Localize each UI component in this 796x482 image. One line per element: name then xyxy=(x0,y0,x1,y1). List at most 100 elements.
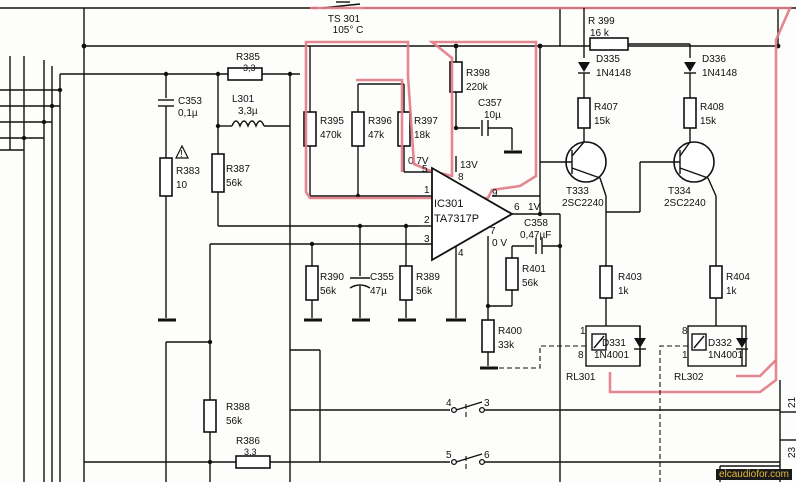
r386-resistor: R386 3,3 xyxy=(84,349,321,469)
c357-label: C357 xyxy=(478,98,502,109)
d331-label: D331 xyxy=(602,338,626,349)
warning-icon: ! xyxy=(180,149,183,160)
rl301-pin8: 8 xyxy=(578,350,584,361)
rl302-relay: 8 1 D332 1N4001 RL302 xyxy=(659,325,748,482)
t334-driver: D336 1N4148 R408 15k T334 2SC2240 R404 1… xyxy=(606,44,750,326)
pin-3: 3 xyxy=(424,234,430,245)
r385-value: 3,3 xyxy=(243,63,256,73)
c358-capacitor: C358 0,47µF xyxy=(512,218,563,254)
r385-label: R385 xyxy=(236,52,260,63)
d332-label: D332 xyxy=(708,338,732,349)
r397-value: 18k xyxy=(414,130,431,141)
r408-label: R408 xyxy=(700,102,724,113)
r395-value: 470k xyxy=(320,130,343,141)
r383-resistor: ! R383 10 xyxy=(159,144,200,197)
r390-resistor: R390 56k xyxy=(304,241,344,322)
t333-label: T333 xyxy=(566,186,589,197)
d335-label: D335 xyxy=(596,54,620,65)
r383-label: R383 xyxy=(176,166,200,177)
pin-6: 6 xyxy=(514,202,520,213)
c358-value: 0,47µF xyxy=(520,230,551,241)
c353-capacitor: C353 0,1µ xyxy=(158,71,202,322)
r387-resistor: R387 56k xyxy=(211,126,420,227)
r404-value: 1k xyxy=(726,286,738,297)
r389-value: 56k xyxy=(416,286,433,297)
rl301-relay: 1 8 D331 1N4001 RL301 xyxy=(488,325,646,383)
r407-value: 15k xyxy=(594,116,611,127)
d336-label: D336 xyxy=(702,54,726,65)
r399-value: 16 k xyxy=(590,28,610,39)
rl301-pin1: 1 xyxy=(580,326,586,337)
l301-value: 3,3µ xyxy=(238,106,258,117)
r390-label: R390 xyxy=(320,272,344,283)
pin-8: 8 xyxy=(458,172,464,183)
r400-label: R400 xyxy=(498,326,522,337)
c358-label: C358 xyxy=(524,218,548,229)
voltage-0v: 0 V xyxy=(492,238,507,249)
d335-part: 1N4148 xyxy=(596,68,631,79)
pin-4: 4 xyxy=(458,248,464,259)
contact-3: 3 xyxy=(484,398,490,409)
r387-value: 56k xyxy=(226,178,243,189)
contact-5: 5 xyxy=(446,450,452,461)
d332-part: 1N4001 xyxy=(708,350,743,361)
r407-label: R407 xyxy=(594,102,618,113)
r390-value: 56k xyxy=(320,286,337,297)
c355-value: 47µ xyxy=(370,286,387,297)
r389-label: R389 xyxy=(416,272,440,283)
r388-value: 56k xyxy=(226,416,243,427)
c355-label: C355 xyxy=(370,272,394,283)
r399-label: R 399 xyxy=(588,16,615,27)
t333-part: 2SC2240 xyxy=(562,198,604,209)
r408-value: 15k xyxy=(700,116,717,127)
c357-value: 10µ xyxy=(484,110,501,121)
edge-connector: 21 23 xyxy=(719,380,796,482)
r401-resistor: R401 56k xyxy=(485,246,546,309)
t334-label: T334 xyxy=(668,186,691,197)
r400-value: 33k xyxy=(498,340,515,351)
feedback-resistors: R395 470k R396 47k R397 18k 0,7V R398 22… xyxy=(303,46,541,199)
c353-label: C353 xyxy=(178,96,202,107)
r401-label: R401 xyxy=(522,264,546,275)
relay-contacts: 4 3 5 6 xyxy=(289,350,780,482)
contact-6: 6 xyxy=(484,450,490,461)
r403-value: 1k xyxy=(618,286,630,297)
r398-label: R398 xyxy=(466,68,490,79)
left-bus-wires xyxy=(0,7,330,482)
voltage-07v: 0,7V xyxy=(408,156,429,167)
pin-1: 1 xyxy=(424,185,430,196)
pin-9: 9 xyxy=(492,188,498,199)
pin-2: 2 xyxy=(424,215,430,226)
r388-label: R388 xyxy=(226,402,250,413)
r395-label: R395 xyxy=(320,116,344,127)
d331-part: 1N4001 xyxy=(594,350,629,361)
ic301-part: TA7317P xyxy=(434,213,479,225)
d336-part: 1N4148 xyxy=(702,68,737,79)
r385-resistor: R385 3,3 xyxy=(227,52,263,81)
ic301-label: IC301 xyxy=(434,198,463,210)
r386-label: R386 xyxy=(236,436,260,447)
r396-label: R396 xyxy=(368,116,392,127)
r388-resistor: R388 56k xyxy=(165,244,250,482)
r403-label: R403 xyxy=(618,272,642,283)
ts301-temp: 105° C xyxy=(333,25,364,36)
contact-4: 4 xyxy=(446,398,452,409)
r396-value: 47k xyxy=(368,130,385,141)
connector-21: 21 xyxy=(787,396,796,408)
ic301-amplifier: IC301 TA7317P 1 2 3 4 5 6 7 8 9 13V 1V 0… xyxy=(210,160,561,482)
r401-value: 56k xyxy=(522,278,539,289)
l301-inductor: L301 3,3µ xyxy=(215,71,293,350)
rl302-label: RL302 xyxy=(674,372,704,383)
t333-driver: D335 1N4148 R407 15k T333 2SC2240 R403 1… xyxy=(540,8,642,326)
r397-label: R397 xyxy=(414,116,438,127)
r400-resistor: R400 33k xyxy=(480,306,522,370)
c355-capacitor: C355 47µ xyxy=(349,223,394,322)
ts301-label: TS 301 xyxy=(328,14,361,25)
r389-resistor: R389 56k xyxy=(398,223,440,322)
highlight-outline xyxy=(304,6,792,394)
pin-7: 7 xyxy=(490,226,496,237)
watermark: elcaudiofor.com xyxy=(715,469,792,480)
rl302-pin8: 8 xyxy=(682,326,688,337)
rl301-label: RL301 xyxy=(566,372,596,383)
